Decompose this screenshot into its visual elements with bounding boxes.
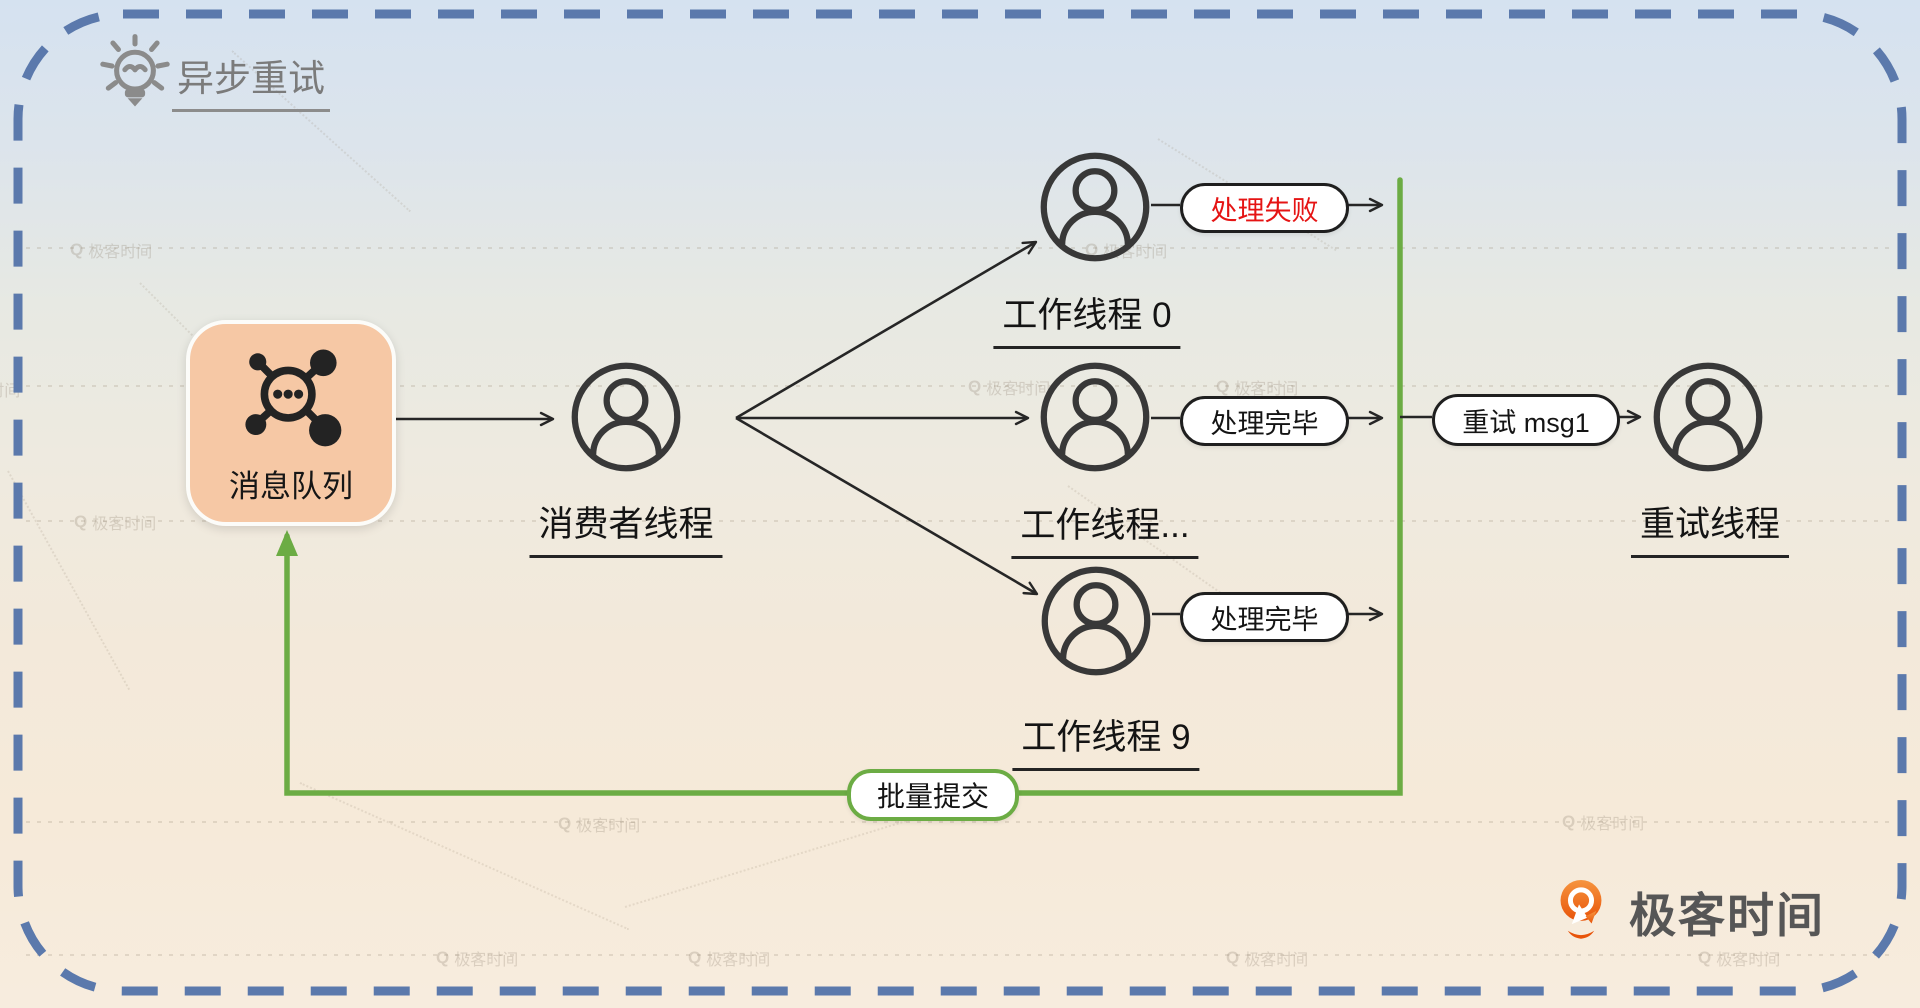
retry-thread-label: 重试线程: [1630, 496, 1790, 558]
lightbulb-icon: [88, 32, 182, 129]
result-pill-fail: 处理失败: [1180, 183, 1349, 233]
brand-logo: 极客时间: [1548, 872, 1825, 951]
dotted-guide-line: [26, 954, 1894, 956]
worker-thread-n-icon: [1037, 359, 1153, 475]
message-queue-icon: [230, 340, 352, 459]
geektime-logo-icon: [1548, 872, 1614, 951]
geektime-logo-text: 极客时间: [1629, 889, 1825, 942]
worker-thread-9-label: 工作线程 9: [1012, 709, 1200, 771]
worker-thread-0-icon: [1037, 149, 1153, 265]
batch-commit-flow-line: [276, 177, 1403, 796]
retry-thread-icon: [1650, 359, 1766, 475]
worker-thread-n-label: 工作线程...: [1011, 497, 1199, 559]
worker-thread-9-icon: [1038, 563, 1154, 679]
consumer-thread-label: 消费者线程: [529, 496, 723, 558]
message-queue-node: 消息队列: [186, 320, 396, 526]
worker-thread-0-label: 工作线程 0: [993, 287, 1181, 349]
message-queue-label: 消息队列: [229, 469, 353, 504]
dotted-guide-line: [26, 821, 1894, 823]
retry-msg-pill: 重试 msg1: [1432, 394, 1620, 446]
dotted-guide-line: [26, 385, 1894, 387]
dashed-border: [13, 9, 1907, 996]
consumer-thread-icon: [568, 359, 684, 475]
dotted-guide-line: [26, 247, 1894, 249]
batch-commit-pill: 批量提交: [847, 769, 1019, 821]
dotted-guide-line: [26, 520, 1894, 522]
page-title: 异步重试: [172, 48, 330, 112]
result-pill-done-1: 处理完毕: [1180, 396, 1349, 446]
result-pill-done-2: 处理完毕: [1180, 592, 1349, 642]
